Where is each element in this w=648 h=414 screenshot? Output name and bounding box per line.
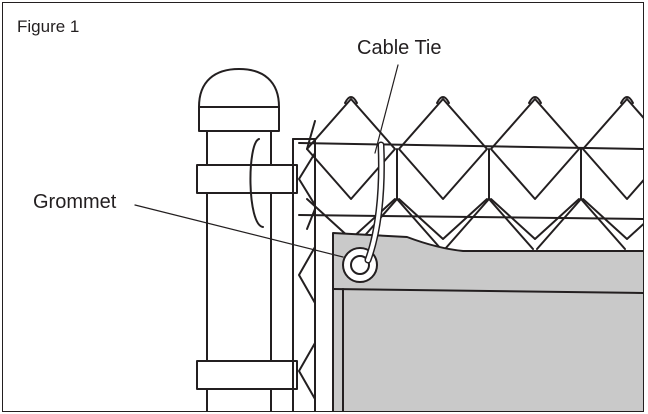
- privacy-screen: [332, 232, 643, 411]
- tension-bar: [292, 138, 316, 411]
- figure-title: Figure 1: [17, 17, 80, 36]
- grommet-leader: [134, 204, 344, 258]
- grommet-label: Grommet: [33, 191, 117, 213]
- fence-illustration: [134, 64, 643, 411]
- cable-tie-label: Cable Tie: [357, 37, 442, 59]
- cable-tie: [364, 141, 385, 264]
- fence-post: [196, 68, 298, 411]
- chain-link-mesh: [306, 96, 643, 250]
- cable-tie-leader: [374, 64, 399, 154]
- top-rail: [298, 142, 643, 150]
